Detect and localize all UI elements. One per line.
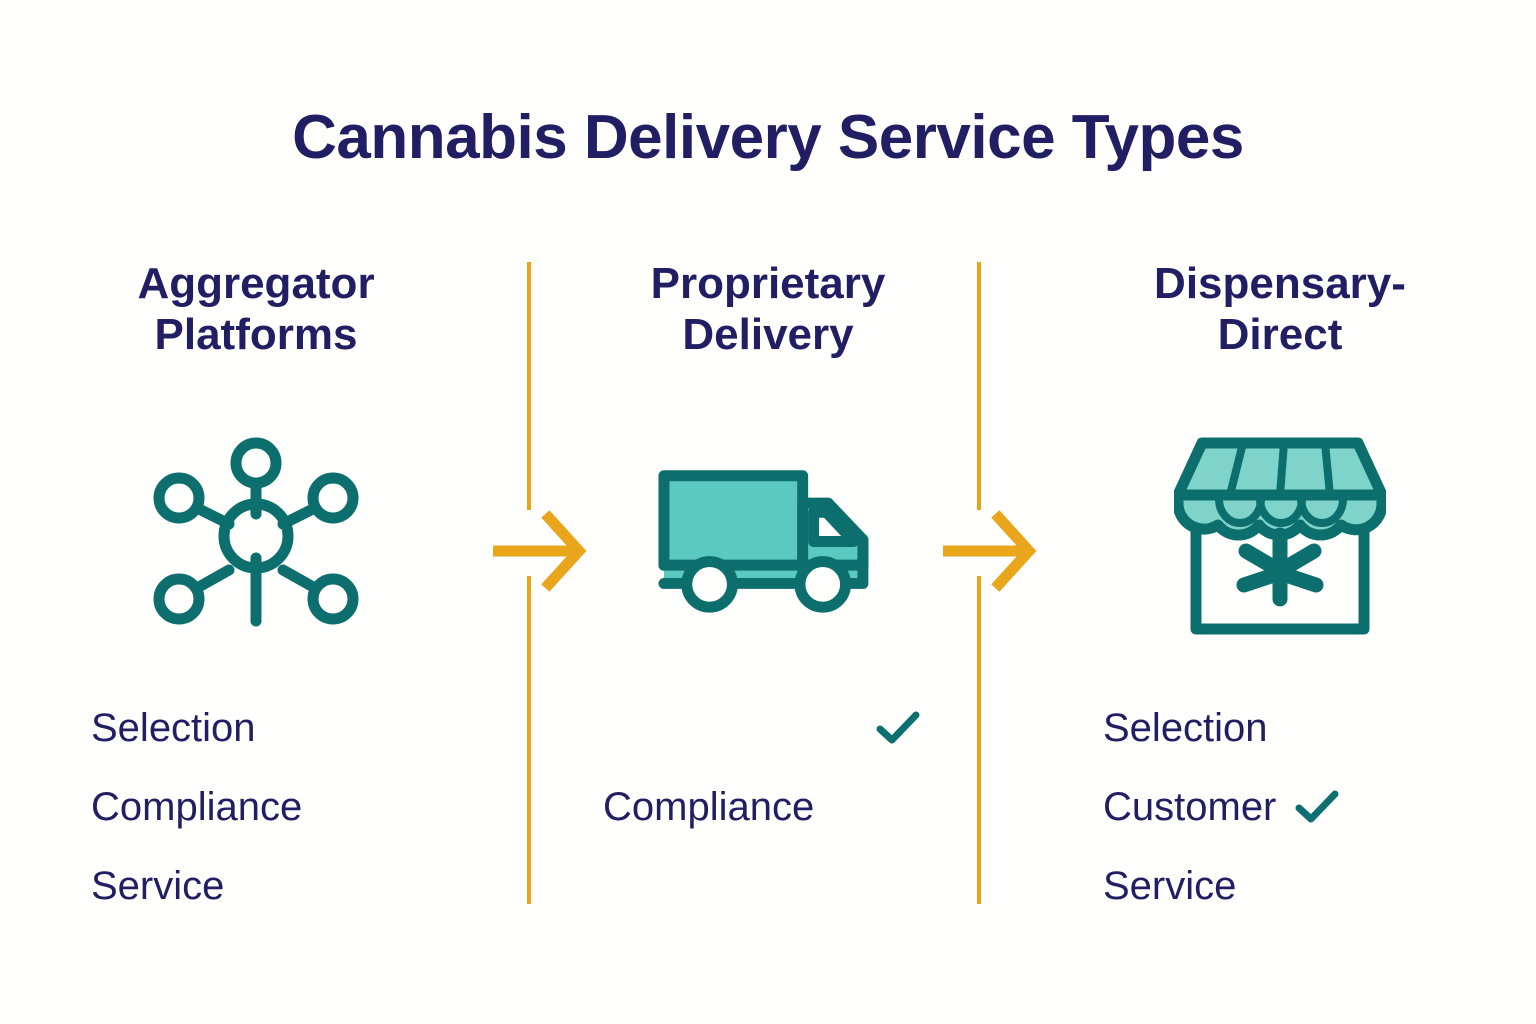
column-header-dispensary-direct: Dispensary- Direct (1110, 258, 1450, 360)
feature-label: Compliance (603, 784, 815, 829)
column-header-line-2: Platforms (154, 310, 358, 360)
divider-line-top (977, 262, 981, 510)
feature-row (603, 846, 943, 925)
check-icon (1294, 784, 1340, 830)
feature-label: Selection (91, 705, 256, 750)
feature-label: Service (91, 863, 225, 908)
column-header-proprietary-delivery: Proprietary Delivery (598, 258, 938, 360)
feature-label: Compliance (91, 784, 303, 829)
divider-line-bottom (527, 576, 531, 904)
column-dispensary-direct: Dispensary- Direct (1024, 258, 1536, 918)
divider-1 (489, 258, 587, 918)
feature-row: Service (91, 846, 431, 925)
feature-list-aggregator-platforms: Selection Compliance Service (81, 688, 431, 925)
feature-row: Compliance (603, 767, 943, 846)
divider-line-bottom (977, 576, 981, 904)
column-header-aggregator-platforms: Aggregator Platforms (86, 258, 426, 360)
page-title: Cannabis Delivery Service Types (292, 103, 1244, 172)
feature-label: Selection (1103, 705, 1268, 750)
arrow-right-icon (489, 506, 593, 596)
column-header-line-1: Proprietary (650, 259, 886, 308)
arrow-right-icon (939, 506, 1043, 596)
feature-row: Compliance (91, 767, 431, 846)
column-header-line-1: Dispensary- (1154, 259, 1406, 308)
divider-line-top (527, 262, 531, 510)
column-header-line-2: Delivery (682, 310, 854, 360)
feature-list-proprietary-delivery: Compliance (593, 688, 943, 925)
check-icon (875, 705, 921, 751)
network-hub-icon (141, 428, 371, 643)
feature-row: Selection (91, 688, 431, 767)
column-proprietary-delivery: Proprietary Delivery (512, 258, 1024, 918)
feature-label: Customer (1103, 784, 1277, 829)
columns-container: Aggregator Platforms (0, 258, 1536, 918)
delivery-truck-icon (653, 428, 883, 643)
feature-row: Customer (1103, 767, 1463, 846)
feature-list-dispensary-direct: Selection Customer Service (1097, 688, 1463, 925)
column-header-line-2: Direct (1217, 310, 1343, 360)
storefront-cannabis-icon (1165, 428, 1395, 643)
column-header-line-1: Aggregator (137, 259, 375, 308)
feature-row: Selection (1103, 688, 1463, 767)
column-aggregator-platforms: Aggregator Platforms (0, 258, 512, 918)
divider-2 (939, 258, 1037, 918)
feature-label: Service (1103, 863, 1237, 908)
feature-row: Service (1103, 846, 1463, 925)
feature-row (603, 688, 943, 767)
